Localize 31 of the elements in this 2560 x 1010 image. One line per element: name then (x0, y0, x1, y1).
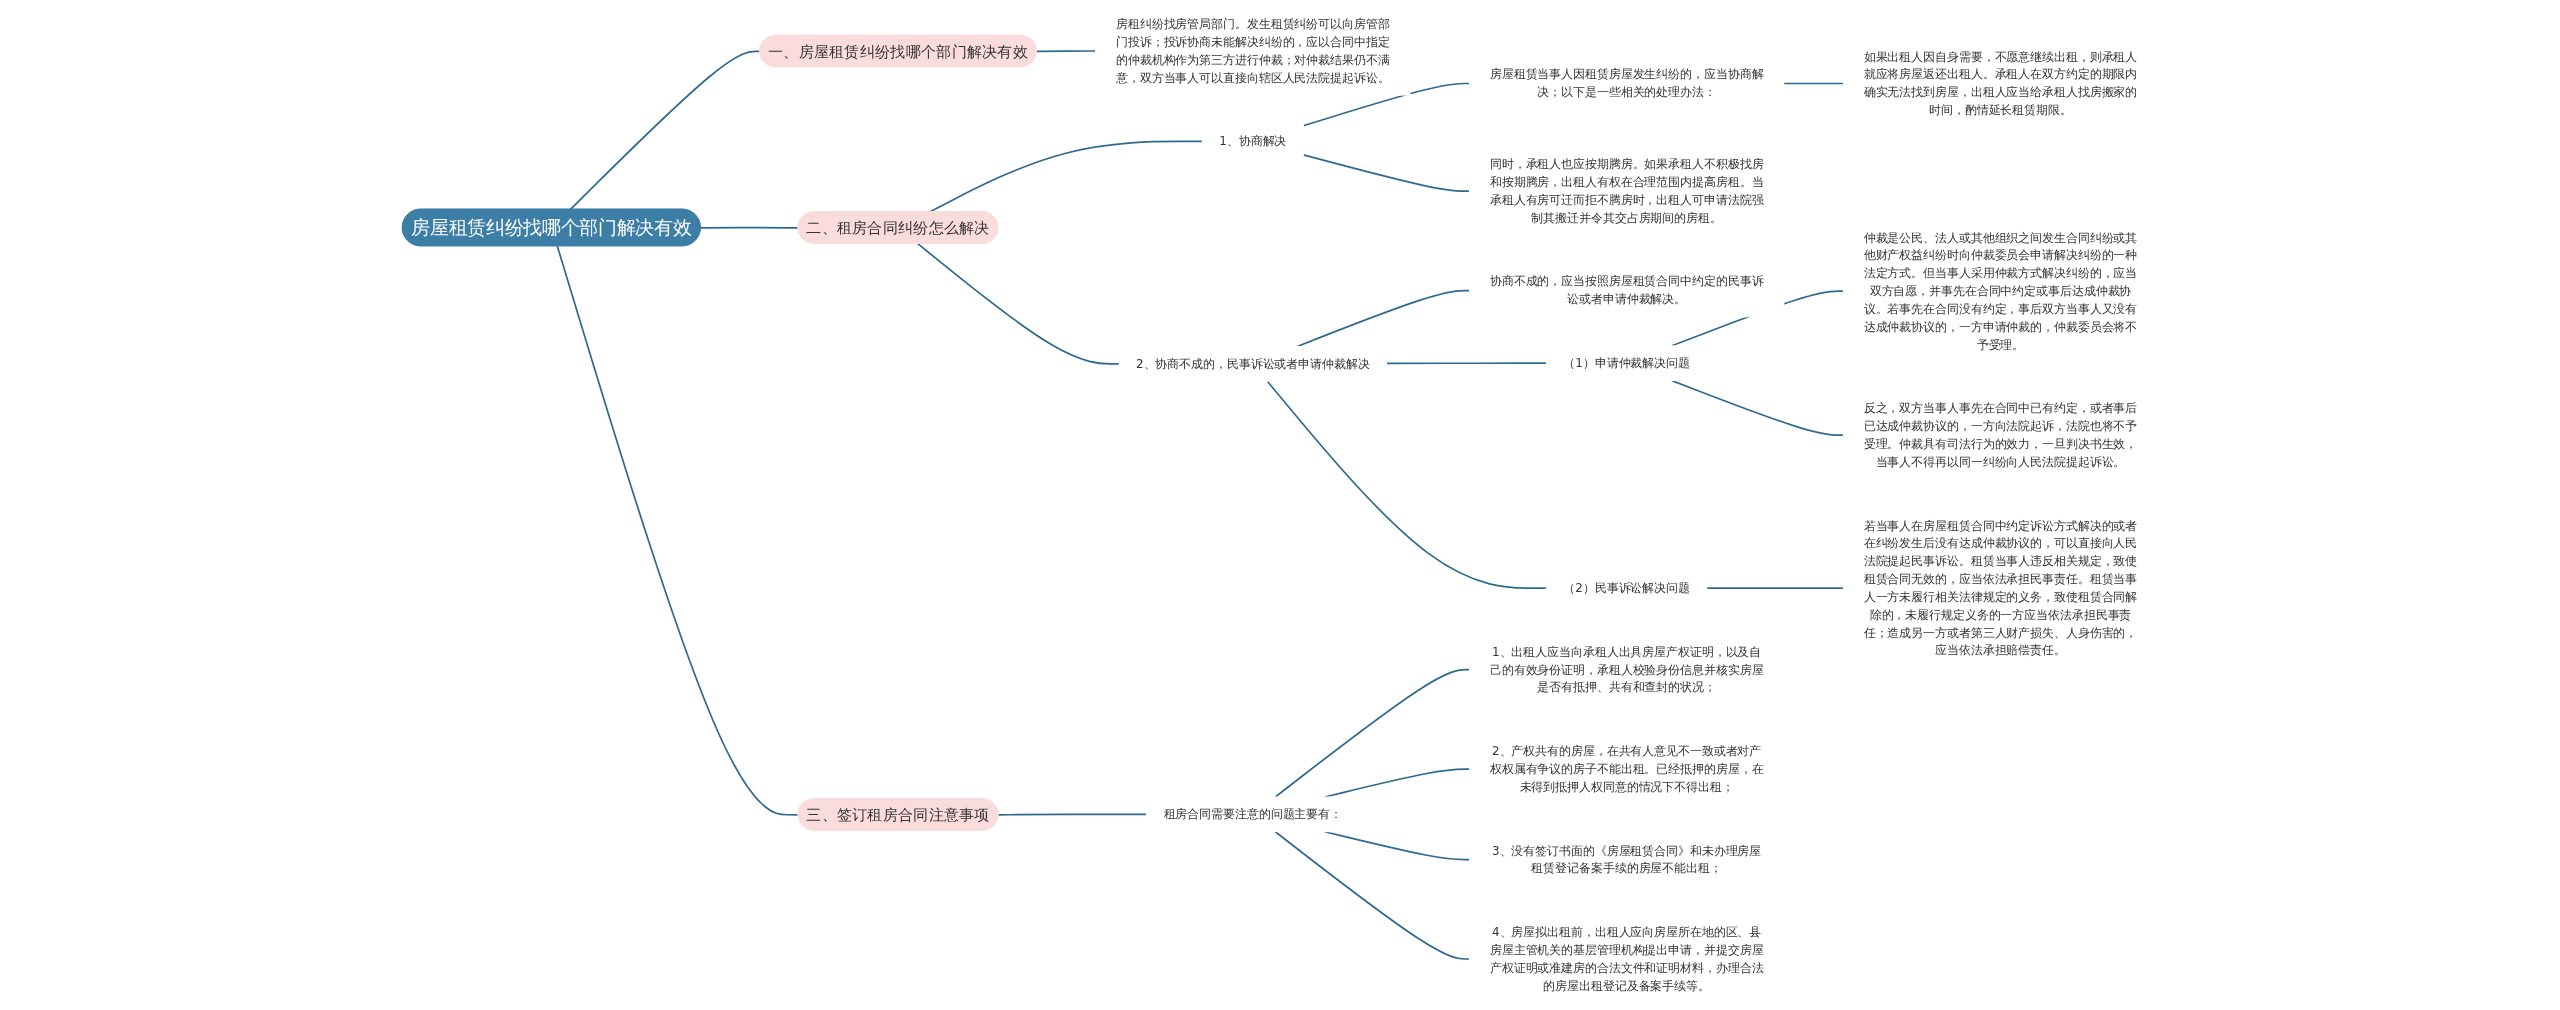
connector (556, 245, 800, 816)
node-text: 同时，承租人也应按期腾房。如果承租人不积极找房和按期腾房，出租人有权在合理范围内提高房租。当承租人有房可迁而拒不腾房时，出租人可申请法院强制其搬迁并令其交占房期间的房租。 (1489, 157, 1764, 225)
node-text: 仲裁是公民、法人或其他组织之间发生合同纠纷或其他财产权益纠纷时向仲裁委员会申请解决纠纷的一种法定方式。但当事人采用仲裁方式解决纠纷的，应当双方自愿，并事先在合同中约定或事后达成仲裁协议。若事先在合同没有约定，事后双方当事人又没有达成仲裁协议的，一方申请仲裁的，仲裁委员会将不予受理。 (1863, 230, 2138, 352)
connector (1385, 362, 1548, 365)
node-text: 1、协商解决 (1219, 134, 1287, 148)
node-text: 反之，双方当事人事先在合同中已有约定，或者事后已达成仲裁协议的，一方向法院起诉，法院也将不予受理。仲裁具有司法行为的效力，一旦判决书生效，当事人不得再以同一纠纷向人民法院提起诉讼。 (1863, 401, 2138, 469)
node-text: 房屋租赁当事人因租赁房屋发生纠纷的，应当协商解决；以下是一些相关的处理办法： (1489, 67, 1764, 99)
node-text: 若当事人在房屋租赁合同中约定诉讼方式解决的或者在纠纷发生后没有达成仲裁协议的，可以直接向人民法院提起民事诉讼。租赁当事人违反相关规定，致使租赁合同无效的，应当依法承担民事责任。租赁当事人一方未履行相关法律规定的义务，致使租赁合同解除的，未履行规定义务的一方应当依法承担民事责任；造成另一方或者第三人财产损失、人身伤害的，应当依法承担赔偿责任。 (1863, 518, 2138, 657)
connector (997, 813, 1148, 816)
node-text: 3、没有签订书面的《房屋租赁合同》和未办理房屋租赁登记备案手续的房屋不能出租； (1491, 843, 1762, 875)
connector (1706, 587, 1845, 589)
node-text: （1）申请仲裁解决问题 (1563, 356, 1690, 370)
connector (1274, 668, 1471, 798)
node-text: 4、房屋拟出租前，出租人应向房屋所在地的区、县房屋主管机关的基层管理机构提出申请，并提交房屋产权证明或准建房的合法文件和证明材料，办理合法的房屋出租登记及备案手续等。 (1489, 925, 1764, 993)
node-text: 2、产权共有的房屋，在共有人意见不一致或者对产权权属有争议的房子不能出租。已经抵押的房屋，在未得到抵押人权同意的情况下不得出租； (1489, 744, 1764, 794)
connector (1035, 50, 1097, 53)
node-text: 租房合同需要注意的问题主要有： (1163, 807, 1343, 821)
connector (916, 242, 1120, 365)
connector (1266, 380, 1548, 589)
connector (1782, 82, 1845, 85)
node-text: 2、协商不成的，民事诉讼或者申请仲裁解决 (1136, 356, 1370, 371)
node-text: 1、出租人应当向承租人出具房屋产权证明，以及自己的有效身份证明，承租人校验身份信息并核实房屋是否有抵押、共有和查封的状况； (1489, 644, 1764, 694)
node-text: 如果出租人因自身需要，不愿意继续出租，则承租人就应将房屋返还出租人。承租人在双方约定的期限内确实无法找到房屋，出租人应当给承租人找房搬家的时间，酌情延长租赁期限。 (1863, 49, 2138, 117)
connector (1274, 830, 1471, 960)
connector (699, 226, 800, 229)
connector (1302, 82, 1471, 127)
node-text: （2）民事诉讼解决问题 (1563, 580, 1690, 595)
connector (1296, 289, 1471, 348)
node-text: 房租纠纷找房管局部门。发生租赁纠纷可以向房管部门投诉；投诉协商未能解决纠纷的，应以合同中指定的仲裁机构作为第三方进行仲裁；对仲裁结果仍不满意，双方当事人可以直接向辖区人民法院提起诉讼。 (1116, 16, 1390, 85)
connector (1671, 379, 1845, 437)
connector (1302, 154, 1471, 192)
